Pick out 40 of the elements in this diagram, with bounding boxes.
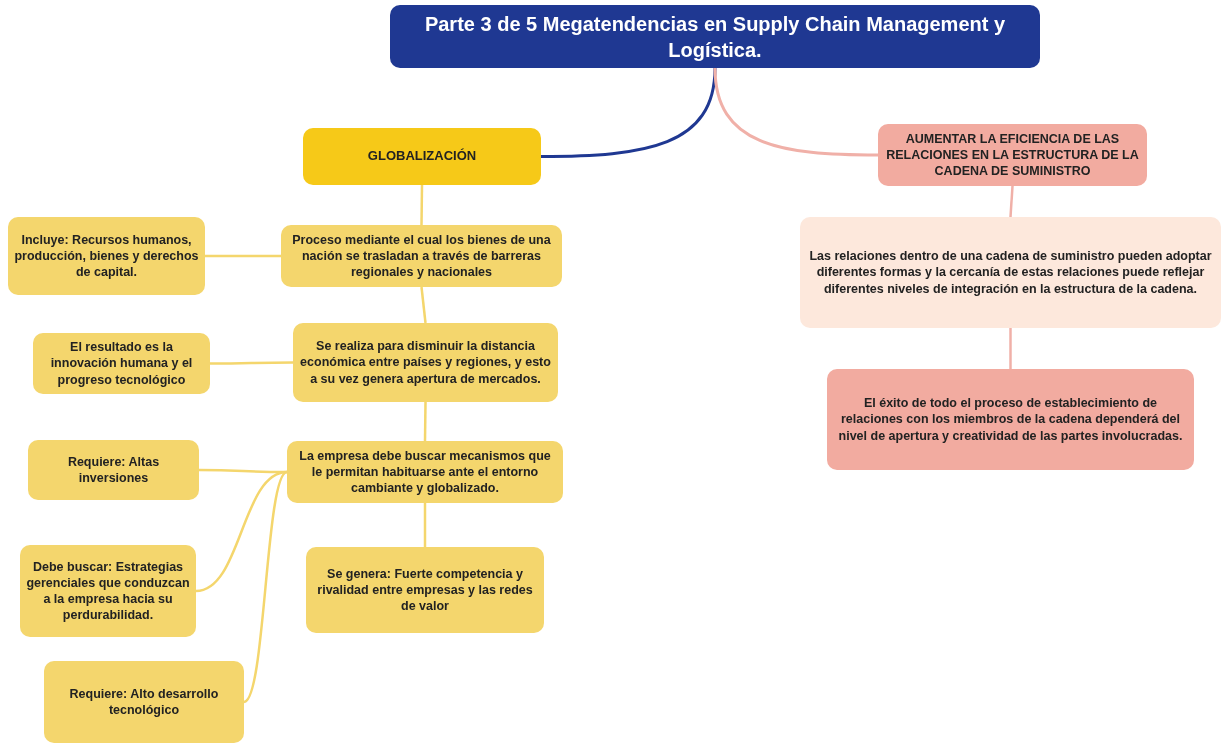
topic-box: [878, 124, 1147, 186]
node-text: La empresa debe buscar mecanismos que le permitan habituarse ante el entorno cambiante y globalizado.: [298, 447, 552, 497]
node-text: El resultado es la innovación humana y el progreso tecnológico: [49, 339, 194, 388]
connector-line: [1009, 328, 1012, 369]
topic-box: [303, 128, 541, 185]
node-text: Incluye: Recursos humanos, producción, bienes y derechos de capital.: [14, 231, 199, 281]
node-text: Se genera: Fuerte competencia y rivalidad entre empresas y las redes de valor: [316, 565, 534, 615]
connector-line: [420, 286, 427, 324]
idea-box: [800, 217, 1221, 328]
connector-line: [423, 503, 427, 547]
idea-box: [33, 333, 210, 394]
node-text: Parte 3 de 5 Megatendencias en Supply Chain Management y Logística.: [423, 11, 1007, 63]
connector-line: [243, 471, 288, 703]
connector-line: [205, 254, 281, 258]
connector-line: [713, 67, 878, 157]
node-text: Proceso mediante el cual los bienes de una nación se trasladan a través de barreras regionales y nacionales: [291, 231, 552, 281]
idea-box: [28, 440, 199, 500]
connector-line: [423, 402, 427, 441]
node-text: Las relaciones dentro de una cadena de suministro pueden adoptar diferentes formas y la cercanía de estas relaciones puede reflejar diferentes niveles de integración en la estructura de la cadena.: [808, 248, 1213, 297]
node-text: Se realiza para disminuir la distancia económica entre países y regiones, y esto a su vez genera apertura de mercados.: [299, 338, 552, 387]
connector-line: [210, 361, 293, 365]
idea-box: [827, 369, 1194, 470]
node-text: AUMENTAR LA EFICIENCIA DE LAS RELACIONES EN LA ESTRUCTURA DE LA CADENA DE SUMINISTRO: [885, 130, 1140, 180]
connector-line: [195, 470, 288, 593]
idea-box: [281, 225, 562, 287]
idea-box: [293, 323, 558, 402]
idea-box: [306, 547, 544, 633]
connector-line: [1009, 185, 1014, 218]
connector-line: [541, 67, 717, 158]
title-box: [390, 5, 1040, 68]
idea-box: [287, 441, 563, 503]
idea-box: [20, 545, 196, 637]
node-text: GLOBALIZACIÓN: [367, 148, 477, 165]
node-text: Requiere: Alto desarrollo tecnológico: [68, 685, 220, 719]
node-text: El éxito de todo el proceso de establecimiento de relaciones con los miembros de la cadena dependerá del nivel de apertura y creatividad de las partes involucradas.: [837, 395, 1184, 444]
connector-line: [420, 185, 424, 225]
idea-box: [8, 217, 205, 295]
node-text: Requiere: Altas inversiones: [66, 453, 161, 487]
idea-box: [44, 661, 244, 743]
node-text: Debe buscar: Estrategias gerenciales que conduzcan a la empresa hacia su perdurabilidad.: [26, 558, 190, 624]
